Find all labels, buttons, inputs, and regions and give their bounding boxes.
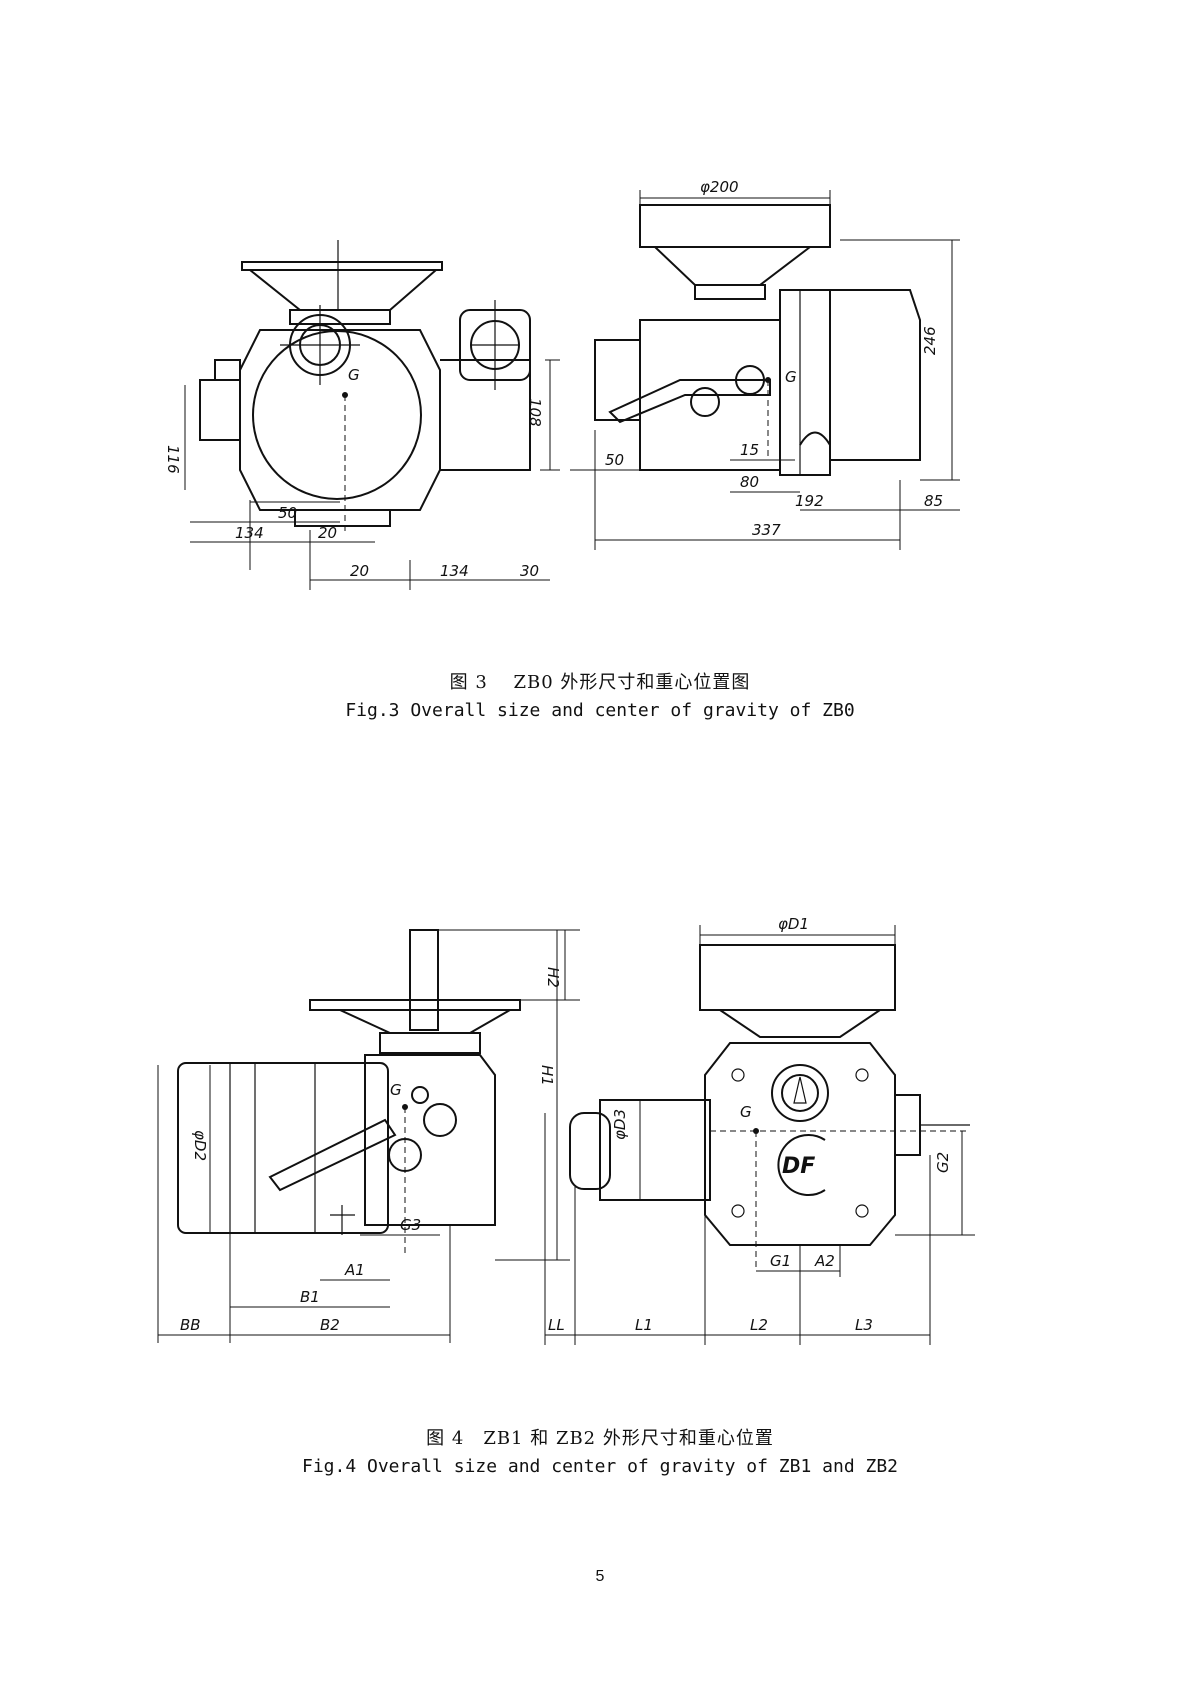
fig4-dim-a2: A2: [814, 1252, 835, 1270]
fig4-dim-l1: L1: [635, 1316, 653, 1334]
fig4-dim-h2: H2: [544, 967, 562, 988]
fig3-dim-15: 15: [740, 441, 759, 459]
fig4-dim-l3: L3: [855, 1316, 873, 1334]
fig3-dim-246: 246: [921, 326, 939, 355]
page-number: 5: [595, 1568, 605, 1585]
fig3-right-g-label: G: [785, 368, 797, 386]
fig3-dim-80: 80: [740, 473, 759, 491]
fig4-dim-l2: L2: [750, 1316, 768, 1334]
figure-4-drawing: H2 G: [150, 915, 1080, 1365]
fig4-right-view: φD1 φD3 DF: [544, 915, 975, 1345]
figure-4-caption-en: Fig.4 Overall size and center of gravity…: [301, 1456, 899, 1477]
fig3-dim-108: 108: [526, 398, 544, 427]
fig4-dim-ll: LL: [548, 1316, 565, 1334]
fig4-dim-phid1: φD1: [778, 915, 809, 933]
fig4-dim-h1: H1: [538, 1065, 556, 1086]
fig3-left-view: G 116 108 50 134 20 20 134 3: [164, 240, 560, 590]
figure-4-caption-cn: 图 4 ZB1 和 ZB2 外形尺寸和重心位置: [426, 1428, 774, 1449]
fig4-dim-b1: B1: [300, 1288, 320, 1306]
fig3-dim-337: 337: [752, 521, 781, 539]
fig3-left-g-label: G: [348, 366, 360, 384]
figure-3-caption-cn: 图 3 ZB0 外形尺寸和重心位置图: [449, 672, 751, 693]
fig3-dim-50-left: 50: [278, 504, 297, 522]
figure-3-caption-en: Fig.3 Overall size and center of gravity…: [345, 700, 855, 721]
fig4-dim-b2: B2: [320, 1316, 340, 1334]
figure-3-svg: G 116 108 50 134 20 20 134 3: [164, 178, 960, 590]
fig4-dim-bb: BB: [180, 1316, 201, 1334]
figure-3-drawing: G 116 108 50 134 20 20 134 3: [140, 140, 1080, 640]
fig3-dim-20-top: 20: [318, 524, 337, 542]
fig3-dim-85: 85: [924, 492, 943, 510]
fig3-dim-192: 192: [795, 492, 824, 510]
fig3-dim-20-bottom: 20: [350, 562, 369, 580]
fig3-dim-134-bottom: 134: [440, 562, 469, 580]
fig3-dim-phi200: φ200: [700, 178, 739, 196]
fig4-left-view: H2 G: [157, 929, 580, 1343]
fig4-right-g-label: G: [740, 1103, 752, 1121]
figure-4-svg: H2 G: [157, 915, 975, 1345]
fig4-dim-a1: A1: [344, 1261, 365, 1279]
fig3-dim-30: 30: [520, 562, 539, 580]
fig4-dim-g2: G2: [934, 1152, 952, 1173]
fig4-left-g-label: G: [390, 1081, 402, 1099]
fig3-dim-134-left: 134: [235, 524, 264, 542]
fig4-dim-g1: G1: [770, 1252, 791, 1270]
fig4-dim-phid3: φD3: [611, 1109, 629, 1140]
fig3-dim-116: 116: [164, 445, 182, 474]
fig4-dim-phid2: φD2: [191, 1130, 209, 1161]
fig4-df-logo: DF: [782, 1154, 815, 1179]
fig3-dim-50-right: 50: [605, 451, 624, 469]
fig4-dim-g3: G3: [400, 1216, 421, 1234]
fig3-right-view: φ200 G: [570, 178, 960, 550]
